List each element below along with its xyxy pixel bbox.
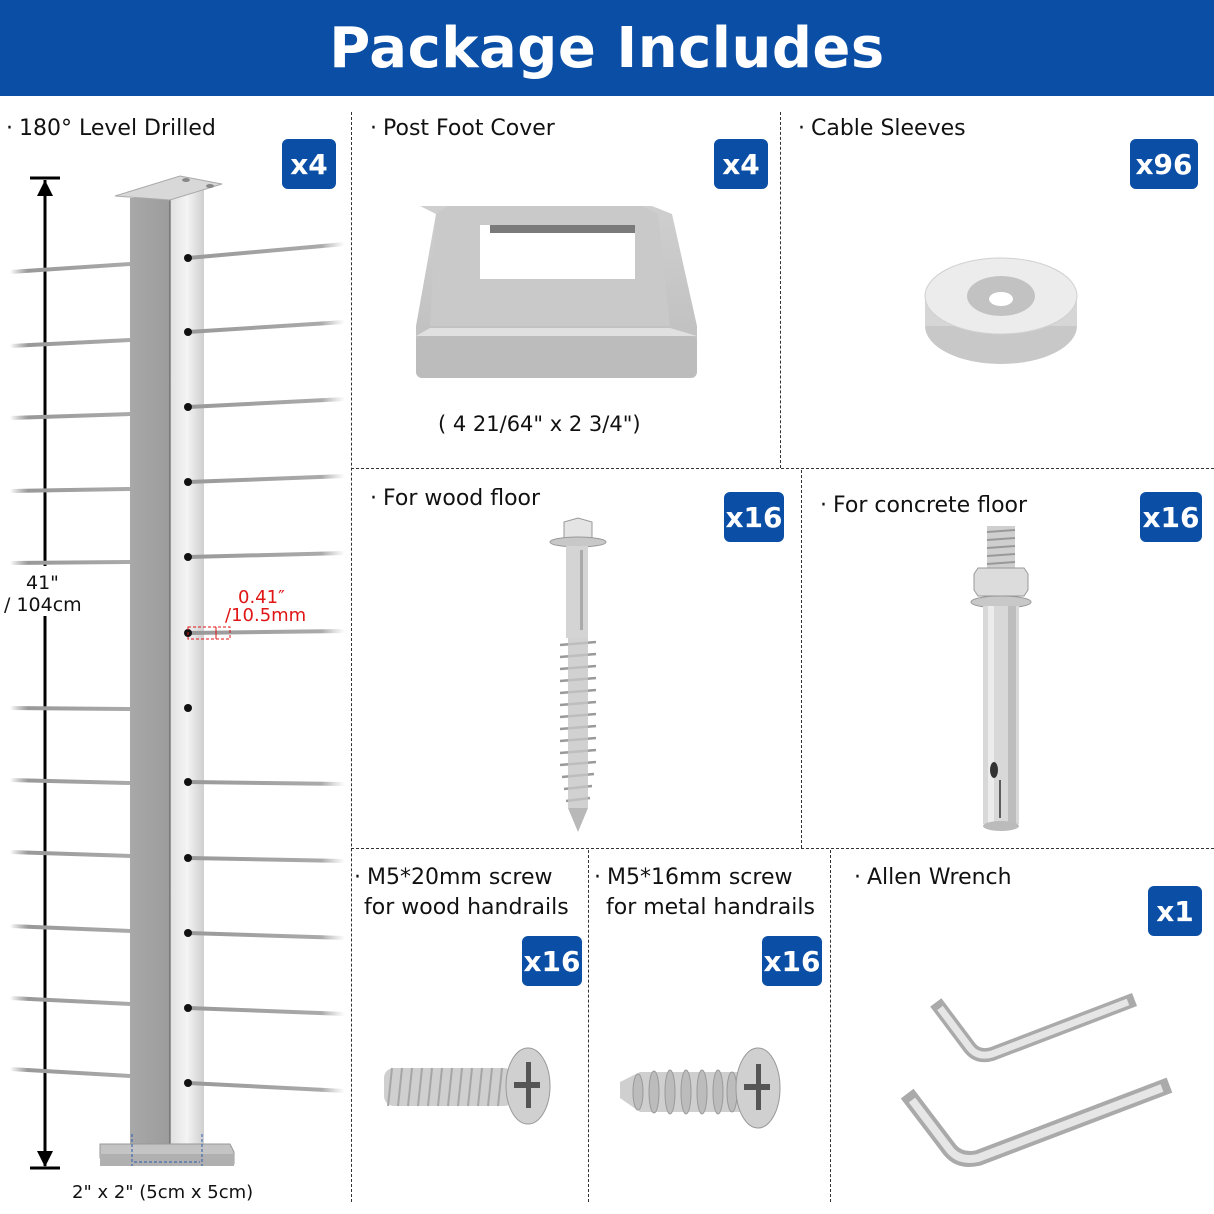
item-label: ·For concrete floor <box>820 493 1028 518</box>
hole-diameter-label: 0.41″ <box>238 587 285 608</box>
item-label: ·M5*20mm screw <box>354 865 553 890</box>
item-label-line2: for wood handrails <box>364 895 569 920</box>
page-title: Package Includes <box>329 15 885 81</box>
item-allen-wrench: ·Allen Wrench x1 <box>832 850 1214 1214</box>
item-concrete-floor-anchor: ·For concrete floor x16 <box>802 470 1214 848</box>
quantity-badge: x1 <box>1148 886 1202 936</box>
quantity-badge: x16 <box>522 936 582 986</box>
quantity-badge: x4 <box>714 139 768 189</box>
item-post: ·180° Level Drilled x4 41" / 104cm <box>0 96 350 1214</box>
expansion-anchor-bolt-icon <box>970 526 1032 831</box>
machine-screw-icon <box>384 1047 551 1125</box>
quantity-badge: x96 <box>1130 139 1198 189</box>
divider <box>780 112 781 468</box>
item-label: ·180° Level Drilled <box>6 116 216 141</box>
self-tapping-screw-icon <box>620 1047 781 1129</box>
quantity-badge: x16 <box>1140 492 1202 542</box>
item-label: ·For wood floor <box>370 486 541 511</box>
quantity-badge: x16 <box>762 936 822 986</box>
quantity-badge: x16 <box>724 492 784 542</box>
base-size-label: 2" x 2" (5cm x 5cm) <box>72 1182 254 1203</box>
cable-sleeve-washer-icon <box>924 257 1078 364</box>
divider <box>351 468 1214 469</box>
item-label: ·Allen Wrench <box>854 865 1012 890</box>
item-post-foot-cover: ·Post Foot Cover x4 ( 4 21/64" x 2 3/4") <box>352 96 780 468</box>
divider <box>801 470 802 848</box>
item-m5-20mm-screw: ·M5*20mm screw for wood handrails x16 <box>352 850 588 1214</box>
hole-diameter-metric-label: /10.5mm <box>225 605 307 626</box>
foot-cover-size-label: ( 4 21/64" x 2 3/4") <box>438 412 641 436</box>
header-banner: Package Includes <box>0 0 1214 96</box>
item-label: ·M5*16mm screw <box>594 865 793 890</box>
allen-wrench-icon <box>900 992 1173 1167</box>
item-cable-sleeves: ·Cable Sleeves x96 <box>782 96 1214 468</box>
item-label: ·Post Foot Cover <box>370 116 555 141</box>
divider <box>830 850 831 1202</box>
divider <box>588 850 589 1202</box>
lag-screw-icon <box>549 517 607 832</box>
item-m5-16mm-screw: ·M5*16mm screw for metal handrails x16 <box>590 850 830 1214</box>
item-label: ·Cable Sleeves <box>798 116 966 141</box>
item-wood-floor-screw: ·For wood floor x16 <box>352 470 800 848</box>
post-height-metric-label: / 104cm <box>4 594 82 616</box>
post-foot-cover-icon <box>416 206 697 378</box>
post-height-label: 41" <box>26 572 59 594</box>
divider <box>351 848 1214 849</box>
divider <box>351 112 352 1202</box>
cable-railing-post-icon <box>9 175 346 1166</box>
item-label-line2: for metal handrails <box>606 895 815 920</box>
quantity-badge: x4 <box>282 139 336 189</box>
